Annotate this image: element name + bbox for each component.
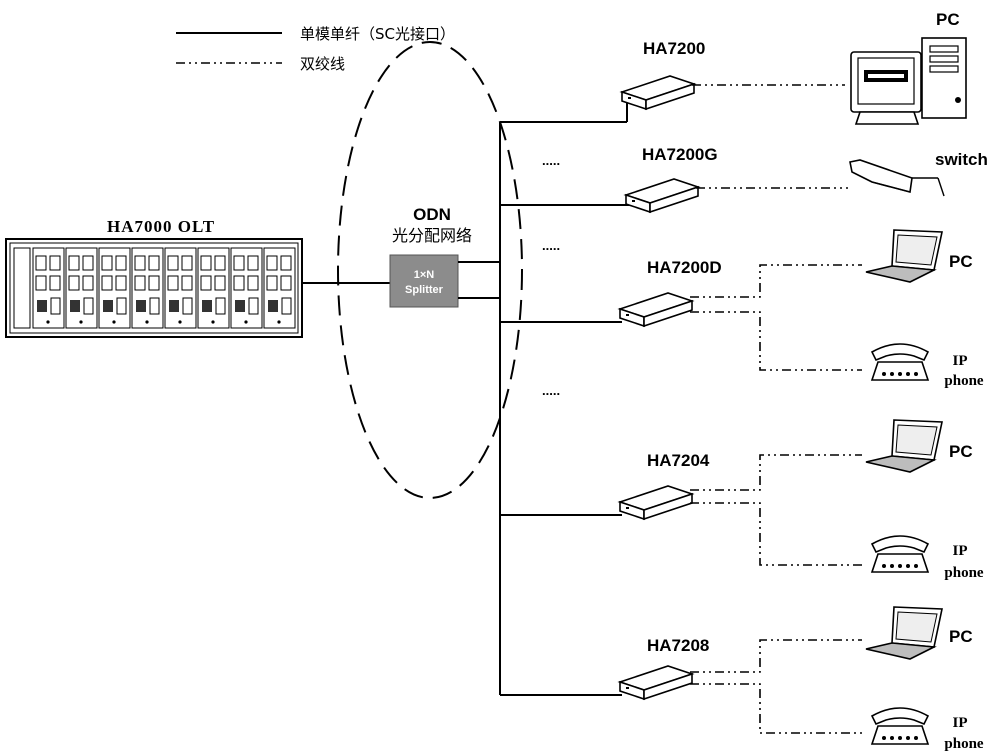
- ip-label-3: IP: [953, 715, 968, 731]
- olt-line-card: [164, 247, 197, 329]
- link-ha7208-pc: [690, 639, 862, 673]
- switch-label: switch: [935, 150, 988, 169]
- olt-slots: [13, 247, 296, 329]
- olt-line-card: [131, 247, 164, 329]
- ip-label-1: IP: [953, 353, 968, 369]
- olt-control-card: [13, 247, 31, 329]
- pc-label-3: PC: [949, 442, 973, 461]
- onu-ha7204-icon: [617, 485, 695, 521]
- link-ha7204-phone: [690, 502, 862, 566]
- onu-label-ha7208: HA7208: [647, 636, 709, 655]
- legend: 单模单纤（SC光接口） 双绞线: [176, 25, 455, 73]
- splitter-label: Splitter: [405, 284, 444, 296]
- olt-line-card: [98, 247, 131, 329]
- onu-label-ha7200d: HA7200D: [647, 258, 722, 277]
- laptop-icon: [865, 229, 943, 283]
- laptops: [865, 229, 943, 660]
- onu-ha7200-icon: [619, 75, 697, 111]
- onu-label-ha7204: HA7204: [647, 451, 710, 470]
- fiber-branches: [499, 103, 630, 696]
- pc-label-1: PC: [936, 10, 960, 29]
- splitter-box: [389, 254, 459, 308]
- ellipsis-1: .....: [542, 153, 560, 168]
- olt-frame: [5, 238, 303, 338]
- onu-label-ha7200g: HA7200G: [642, 145, 718, 164]
- link-ha7204-pc: [690, 454, 862, 491]
- twisted-pair-links: [690, 84, 862, 734]
- onu-ha7200d-icon: [617, 292, 695, 328]
- pc-label-2: PC: [949, 252, 973, 271]
- laptop-icon: [865, 419, 943, 473]
- olt-line-card: [32, 247, 65, 329]
- switch-icon: [849, 159, 945, 197]
- legend-solid-label: 单模单纤（SC光接口）: [300, 25, 455, 43]
- laptop-icon: [865, 606, 943, 660]
- phone-label-1: phone: [944, 373, 984, 389]
- odn-boundary: [337, 41, 523, 499]
- onu-ha7208-icon: [617, 665, 695, 701]
- phone-label-2: phone: [944, 565, 984, 581]
- olt-inner-frame: [9, 242, 299, 334]
- olt-line-card: [263, 247, 296, 329]
- olt-title: HA7000 OLT: [107, 217, 215, 236]
- olt-chassis: HA7000 OLT: [5, 217, 303, 338]
- desktop-pc-icon: [850, 37, 967, 125]
- onu-boxes: [617, 75, 701, 701]
- splitter-ratio: 1×N: [414, 269, 435, 281]
- olt-line-card: [65, 247, 98, 329]
- legend-dash-label: 双绞线: [300, 55, 345, 73]
- splitter: 1×N Splitter: [389, 254, 500, 308]
- ellipsis-2: .....: [542, 238, 560, 253]
- ellipsis-3: .....: [542, 383, 560, 398]
- olt-line-card: [197, 247, 230, 329]
- ip-label-2: IP: [953, 543, 968, 559]
- olt-line-card: [230, 247, 263, 329]
- ip-phone-icon: [870, 535, 930, 573]
- onu-ha7200g-icon: [623, 178, 701, 214]
- onu-label-ha7200: HA7200: [643, 39, 705, 58]
- link-ha7208-phone: [690, 683, 862, 734]
- odn-subtitle: 光分配网络: [392, 226, 472, 245]
- ip-phone-icon: [870, 707, 930, 745]
- ip-phone-icon: [870, 343, 930, 381]
- phone-label-3: phone: [944, 736, 984, 752]
- phones: [870, 343, 930, 745]
- odn-title: ODN: [413, 205, 451, 224]
- link-ha7200d-phone: [690, 311, 862, 371]
- pc-label-4: PC: [949, 627, 973, 646]
- link-ha7200d-pc: [690, 264, 862, 298]
